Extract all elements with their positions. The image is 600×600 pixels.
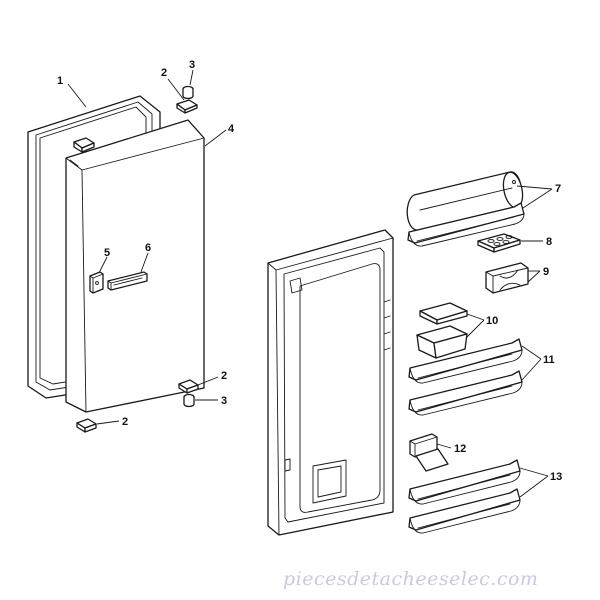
door-shelf-13-lower xyxy=(408,488,521,534)
callout-7: 7 xyxy=(555,183,561,195)
inner-door-liner xyxy=(267,229,394,536)
callout-3-top: 3 xyxy=(189,59,195,71)
door-bracket xyxy=(89,271,104,294)
butter-compartment xyxy=(406,171,524,231)
callout-1: 1 xyxy=(57,75,63,87)
door-panel xyxy=(65,119,205,413)
door-handle-strip xyxy=(107,271,148,291)
callout-5: 5 xyxy=(104,247,110,259)
callout-4: 4 xyxy=(228,123,235,135)
egg-tray xyxy=(477,233,521,253)
door-top-hinge xyxy=(73,137,95,153)
callout-2-top: 2 xyxy=(161,67,167,79)
callout-10: 10 xyxy=(486,315,498,327)
callout-9: 9 xyxy=(543,266,549,278)
hinge-bushing-bottom xyxy=(183,393,195,408)
door-shelf-11-lower xyxy=(408,370,523,416)
hinge-bushing-top xyxy=(182,85,194,100)
bottle-retainer xyxy=(485,262,529,294)
callout-6: 6 xyxy=(145,242,151,254)
callout-3-bottom: 3 xyxy=(221,395,227,407)
callout-2-left: 2 xyxy=(122,416,128,428)
callout-11: 11 xyxy=(543,354,555,366)
callout-12: 12 xyxy=(454,443,466,455)
shelf-flap xyxy=(409,433,449,472)
hinge-plate-top xyxy=(176,99,198,114)
watermark-text: piecesdetacheeselec.com xyxy=(283,568,538,590)
door-shelf-11-upper xyxy=(408,338,523,384)
callout-8: 8 xyxy=(546,236,552,248)
callout-13: 13 xyxy=(550,471,562,483)
leader-lines xyxy=(67,69,553,498)
door-shelf-7 xyxy=(407,202,525,247)
door-shelf-13-upper xyxy=(408,459,521,505)
dairy-box xyxy=(416,325,468,359)
callout-2-right: 2 xyxy=(221,370,227,382)
hinge-plate-bottom-left xyxy=(76,418,97,433)
dairy-box-lid xyxy=(419,302,468,325)
